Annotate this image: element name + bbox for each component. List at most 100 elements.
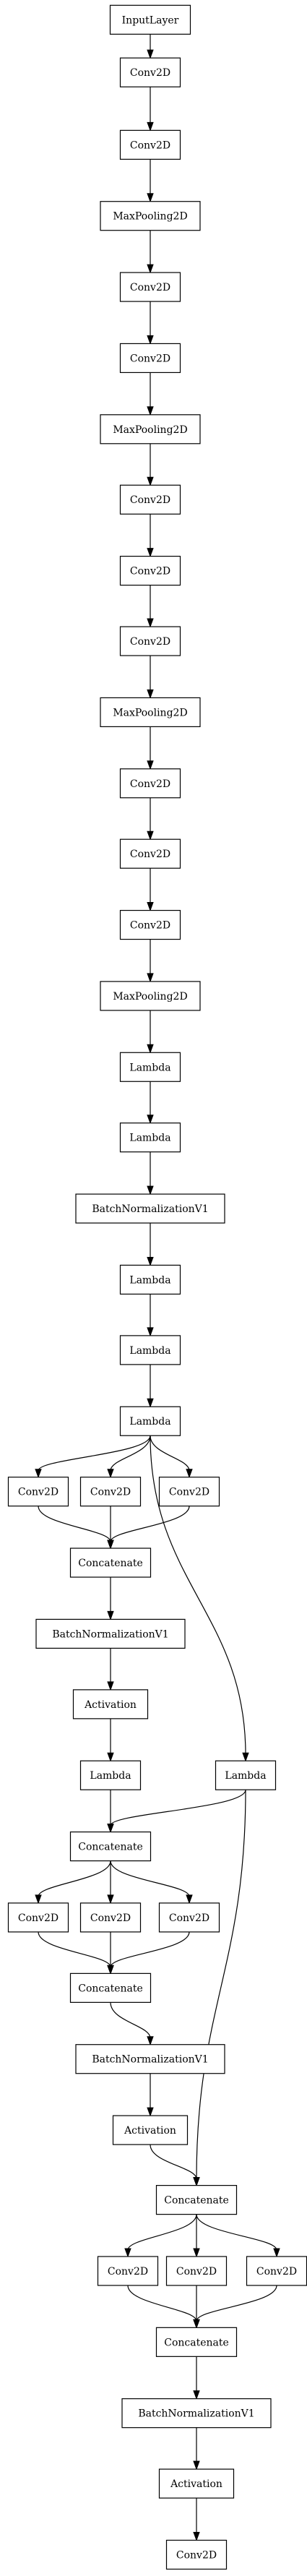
edge-arrow — [147, 2073, 154, 2117]
layer-box — [155, 2185, 238, 2215]
edge-arrow — [107, 1790, 246, 1834]
layer-label: Lambda — [129, 1274, 170, 1286]
layer-label: MaxPooling2D — [113, 707, 187, 718]
layer-box — [100, 697, 201, 727]
layer-node-conv2d: Conv2D — [97, 2256, 159, 2286]
edge-arrow — [147, 443, 154, 486]
layer-label: Lambda — [129, 1062, 170, 1073]
layer-node-conv2d: Conv2D — [119, 838, 181, 869]
layer-box — [69, 1972, 152, 2003]
layer-box — [119, 1264, 181, 1295]
layer-box — [100, 201, 201, 231]
edge-arrow — [38, 1931, 114, 1975]
edge-arrow — [147, 585, 154, 628]
layer-box — [119, 768, 181, 799]
layer-box — [165, 2539, 228, 2570]
layer-node-concatenate: Concatenate — [69, 1831, 152, 1862]
edge-arrow — [147, 514, 154, 558]
layer-label: Conv2D — [256, 2266, 297, 2277]
edge-arrow — [147, 797, 154, 841]
layer-box — [119, 838, 181, 869]
layer-label: Lambda — [90, 1770, 131, 1782]
layer-label: BatchNormalizationV1 — [92, 1203, 208, 1215]
layer-box — [119, 1122, 181, 1153]
edge-arrow — [107, 1577, 114, 1620]
layer-box — [69, 1547, 152, 1578]
layer-box — [119, 626, 181, 656]
layer-box — [35, 1618, 186, 1649]
layer-node-maxpooling2d: MaxPooling2D — [100, 201, 201, 231]
layer-box — [100, 414, 201, 445]
layer-box — [75, 2044, 225, 2074]
layer-box — [72, 1689, 149, 1720]
layer-box — [100, 981, 201, 1011]
layer-node-conv2d: Conv2D — [119, 343, 181, 374]
layer-label: Lambda — [129, 1416, 170, 1427]
layer-node-activation: Activation — [72, 1689, 149, 1720]
layer-label: Concatenate — [78, 1983, 143, 1994]
layer-label: MaxPooling2D — [113, 424, 187, 436]
layer-label: Activation — [84, 1699, 137, 1711]
layer-node-conv2d: Conv2D — [165, 2256, 228, 2286]
layer-node-concatenate: Concatenate — [155, 2185, 238, 2215]
layer-label: Lambda — [129, 1345, 170, 1357]
layer-box — [158, 1902, 220, 1933]
edge-arrow — [193, 2285, 277, 2329]
edge-arrow — [147, 1364, 154, 1408]
edge-arrow — [110, 2002, 154, 2046]
layer-label: Conv2D — [130, 849, 170, 860]
layer-box — [79, 1477, 142, 1507]
layer-node-conv2d: Conv2D — [119, 484, 181, 515]
layer-box — [119, 129, 181, 160]
edge-arrow — [127, 2285, 200, 2329]
layer-node-conv2d: Conv2D — [119, 555, 181, 586]
layer-box — [158, 1477, 220, 1507]
layer-box — [119, 57, 181, 87]
layer-node-batchnormalizationv1: BatchNormalizationV1 — [75, 1193, 225, 1224]
edge-arrow — [193, 2214, 200, 2258]
layer-node-maxpooling2d: MaxPooling2D — [100, 414, 201, 445]
layer-box — [69, 1831, 152, 1862]
edge-arrow — [193, 1790, 246, 2187]
layer-label: Conv2D — [18, 1487, 59, 1498]
edge-arrow — [150, 2144, 200, 2187]
layer-label: Concatenate — [164, 2337, 229, 2348]
layer-label: Conv2D — [130, 778, 170, 790]
edge-arrow — [147, 1010, 154, 1054]
layer-node-activation: Activation — [112, 2115, 189, 2145]
layer-box — [79, 1902, 142, 1933]
layer-box — [155, 2327, 238, 2357]
layer-box — [121, 2398, 272, 2429]
layer-box — [119, 1052, 181, 1082]
layer-node-lambda: Lambda — [119, 1122, 181, 1153]
layer-box — [7, 1477, 69, 1507]
layer-node-concatenate: Concatenate — [69, 1547, 152, 1578]
edge-arrow — [124, 2214, 197, 2258]
edge-arrow — [107, 1931, 190, 1975]
layer-label: MaxPooling2D — [113, 211, 187, 223]
edge-arrow — [147, 159, 154, 203]
edge-arrow — [196, 2214, 280, 2258]
layer-box — [158, 2468, 235, 2499]
layer-node-conv2d: Conv2D — [119, 626, 181, 656]
layer-label: Conv2D — [90, 1912, 131, 1924]
layer-node-conv2d: Conv2D — [246, 2256, 307, 2286]
layer-box — [165, 2256, 228, 2286]
edge-arrow — [147, 939, 154, 983]
layer-box — [75, 1193, 225, 1224]
layer-node-conv2d: Conv2D — [119, 272, 181, 302]
edge-arrow — [147, 87, 154, 132]
layer-label: Conv2D — [130, 636, 170, 648]
layer-box — [215, 1760, 277, 1790]
layer-label: BatchNormalizationV1 — [138, 2408, 254, 2420]
layer-node-conv2d: Conv2D — [119, 768, 181, 799]
edge-arrow — [35, 1435, 151, 1479]
layer-label: Concatenate — [164, 2195, 229, 2207]
edge-arrow — [110, 1860, 193, 1905]
layer-label: Conv2D — [176, 2549, 217, 2561]
layer-node-lambda: Lambda — [119, 1406, 181, 1436]
edge-arrow — [147, 1151, 154, 1195]
layer-label: Conv2D — [108, 2266, 148, 2277]
edge-arrow — [107, 1506, 190, 1550]
edge-arrow — [147, 1223, 154, 1266]
